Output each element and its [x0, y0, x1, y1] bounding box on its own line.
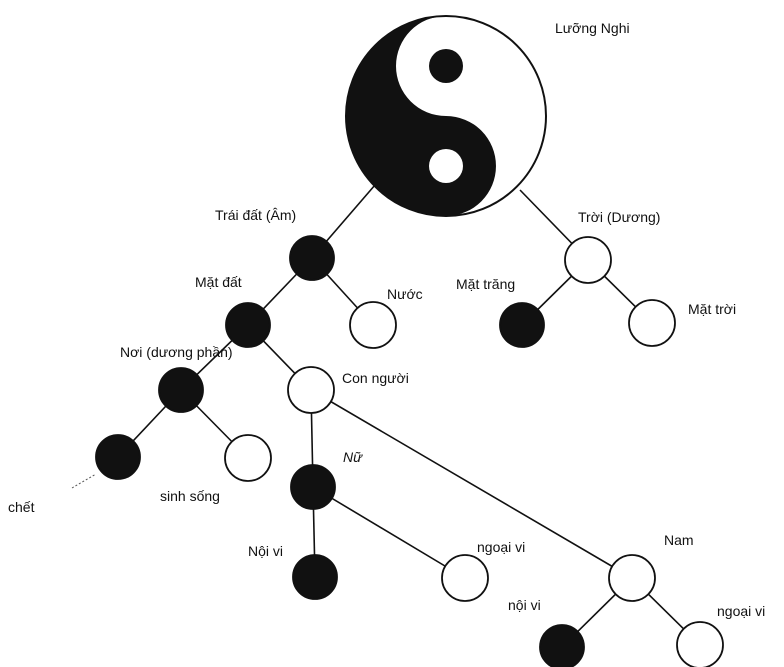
death-pointer-icon: [71, 473, 97, 489]
node-moon: [499, 302, 545, 348]
label-death: chết: [8, 499, 35, 515]
label-female: Nữ: [343, 449, 363, 465]
node-ground: [225, 302, 271, 348]
node-male: [608, 554, 656, 602]
label-sky: Trời (Dương): [578, 209, 660, 225]
label-female-inner: Nội vi: [248, 543, 283, 559]
node-death: [95, 434, 141, 480]
label-place: Nơi (dương phần): [120, 344, 233, 360]
label-female-outer: ngoại vi: [477, 539, 525, 555]
label-male: Nam: [664, 532, 694, 548]
yin-yang-icon: [345, 15, 547, 217]
label-ground: Mặt đất: [195, 274, 242, 290]
node-living: [224, 434, 272, 482]
label-sun: Mặt trời: [688, 301, 736, 317]
node-female-inner: [292, 554, 338, 600]
label-earth: Trái đất (Âm): [215, 207, 296, 223]
edge-human-male: [310, 389, 633, 579]
node-female-outer: [441, 554, 489, 602]
node-male-inner: [539, 624, 585, 667]
node-labels: Lưỡng Nghi Trái đất (Âm) Trời (Dương) Mặ…: [8, 20, 765, 619]
node-place: [158, 367, 204, 413]
node-earth: [289, 235, 335, 281]
label-living: sinh sống: [160, 488, 220, 504]
node-male-outer: [676, 621, 724, 667]
label-moon: Mặt trăng: [456, 276, 515, 292]
label-water: Nước: [387, 286, 423, 302]
node-circles: [95, 235, 724, 667]
label-male-inner: nội vi: [508, 597, 541, 613]
node-water: [349, 301, 397, 349]
title-label: Lưỡng Nghi: [555, 20, 630, 36]
node-sky: [564, 236, 612, 284]
edge-female-outer: [312, 486, 466, 579]
node-female: [290, 464, 336, 510]
label-human: Con người: [342, 370, 409, 386]
label-male-outer: ngoại vi: [717, 603, 765, 619]
node-human: [287, 366, 335, 414]
node-sun: [628, 299, 676, 347]
